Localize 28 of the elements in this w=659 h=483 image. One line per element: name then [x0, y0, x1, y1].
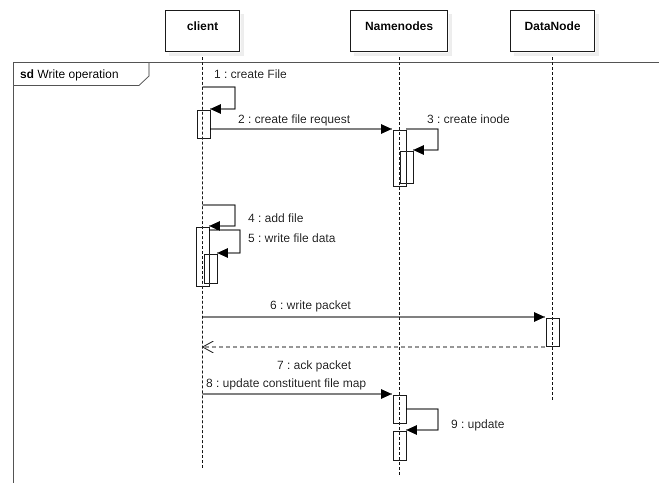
- message-label: 6 : write packet: [270, 298, 351, 312]
- activation-bar: [393, 431, 407, 461]
- message-arrow: [202, 389, 392, 399]
- activation-bar: [393, 130, 407, 187]
- message-arrow: [210, 124, 392, 134]
- activation-bar: [546, 318, 560, 347]
- message-arrow: [202, 312, 546, 322]
- return-message-arrow: [202, 340, 546, 354]
- message-label: 4 : add file: [248, 211, 304, 225]
- message-arrow: [406, 128, 438, 155]
- activation-bar: [197, 110, 211, 139]
- activation-bar: [393, 395, 407, 424]
- message-label: 7 : ack packet: [277, 358, 352, 372]
- message-arrow: [202, 204, 236, 231]
- activation-bar: [196, 227, 210, 287]
- frame-title: sd Write operation: [20, 67, 119, 81]
- message-label: 2 : create file request: [238, 112, 350, 126]
- activation-bar: [204, 254, 218, 284]
- message-arrow: [202, 86, 236, 114]
- activation-bar: [400, 151, 414, 184]
- message-label: 5 : write file data: [248, 231, 336, 245]
- message-arrow: [406, 408, 438, 435]
- message-arrow: [208, 230, 240, 258]
- message-label: 1 : create File: [214, 67, 287, 81]
- sequence-frame: [13, 62, 659, 483]
- message-label: 3 : create inode: [427, 112, 510, 126]
- message-label: 8 : update constituent file map: [206, 376, 366, 390]
- message-label: 9 : update: [451, 417, 504, 431]
